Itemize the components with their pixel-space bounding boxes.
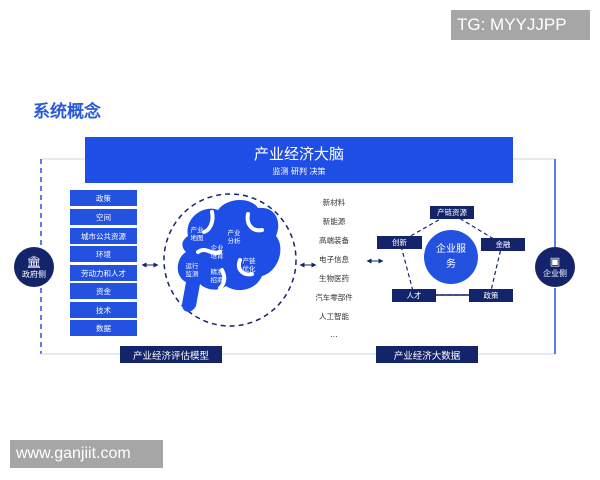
left-item: 政策	[70, 190, 137, 206]
brain-shape	[177, 199, 281, 312]
left-item: 城市公共资源	[70, 228, 137, 244]
brain-label: 企业培育	[210, 244, 224, 260]
brain-label: 精准招商	[210, 268, 224, 284]
industry-item: 高端装备	[319, 236, 349, 245]
big-data-label: 产业经济大数据	[376, 346, 478, 363]
service-node: 产链资源	[430, 206, 474, 219]
page-title: 系统概念	[33, 102, 101, 122]
industry-item: 人工智能	[319, 312, 349, 321]
brain-dashed-circle	[163, 193, 297, 327]
government-label: 政府侧	[22, 269, 46, 279]
left-item: 劳动力和人才	[70, 265, 137, 281]
industry-item: 汽车零部件	[315, 293, 353, 302]
service-center: 企业服务	[424, 230, 478, 284]
industry-item: ...	[330, 330, 338, 339]
enterprise-label: 企业侧	[543, 269, 567, 278]
brain-label: 运行监测	[185, 262, 199, 278]
brain-label: 产业分析	[227, 229, 241, 245]
government-building-icon: 🏛	[26, 254, 42, 269]
evaluation-model-label: 产业经济评估模型	[120, 346, 222, 363]
left-item: 资金	[70, 283, 137, 299]
brain-label: 产链优化	[242, 257, 256, 273]
service-node: 政策	[469, 289, 513, 302]
industry-item: 电子信息	[319, 255, 349, 264]
industry-item: 新能源	[322, 217, 346, 226]
service-node: 创新	[377, 236, 422, 249]
left-item: 技术	[70, 302, 137, 318]
left-item: 数据	[70, 320, 137, 336]
brain-label: 产业地图	[190, 226, 204, 242]
banner-title: 产业经济大脑	[253, 145, 344, 163]
industry-item: 新材料	[322, 198, 346, 207]
enterprise-node: ▣ 企业侧	[535, 247, 575, 287]
service-node: 金融	[481, 238, 525, 251]
left-item: 空间	[70, 209, 137, 225]
enterprise-building-icon: ▣	[549, 255, 561, 268]
left-item: 环境	[70, 246, 137, 262]
banner-subtitle: 监测 研判 决策	[272, 167, 326, 176]
watermark-top: TG: MYYJJPP	[451, 10, 590, 40]
watermark-bottom: www.ganjiit.com	[10, 440, 163, 468]
service-node: 人才	[392, 289, 436, 302]
industry-item: 生物医药	[319, 274, 349, 283]
banner: 产业经济大脑 监测 研判 决策	[85, 137, 513, 183]
government-node: 🏛 政府侧	[14, 247, 54, 287]
